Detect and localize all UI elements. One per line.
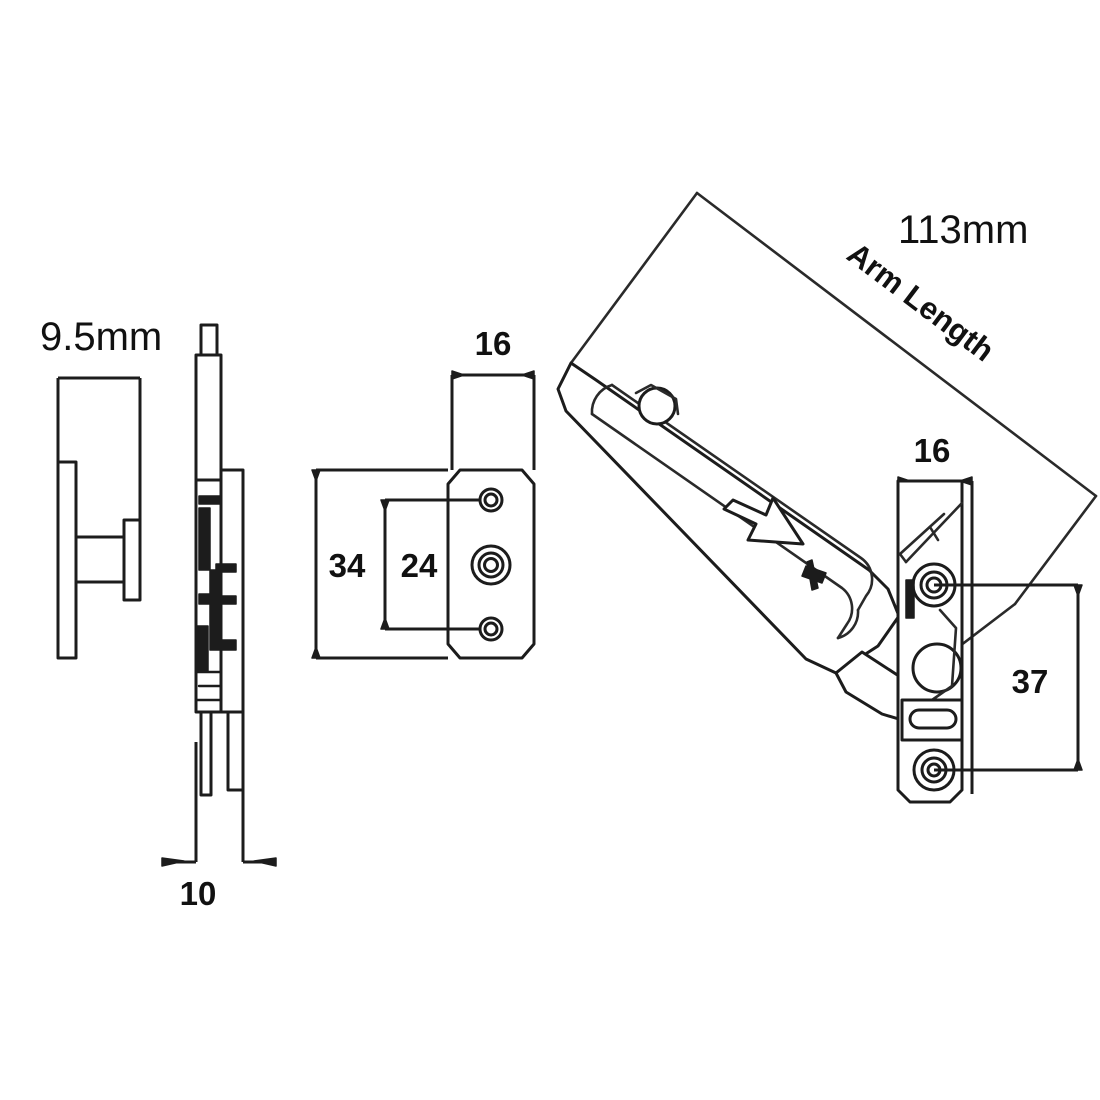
dimension-16-plate: [450, 370, 536, 470]
direction-arrow-icon: [722, 496, 805, 546]
label-arm-length: Arm Length: [841, 236, 1001, 369]
label-113mm: 113mm: [898, 208, 1028, 252]
arm-inner-track: [590, 383, 874, 640]
side-view-group: 9.5mm 10: [40, 315, 277, 912]
side-view-flat-bar: [56, 460, 78, 660]
dimension-10: [161, 742, 277, 867]
plate-view-group: 16 34 24: [311, 325, 536, 660]
arm-slider-pivot: [634, 383, 680, 426]
arm-body-outline: [556, 361, 901, 675]
face-plate-body: [446, 468, 536, 660]
dimension-24: [380, 498, 481, 631]
bracket-knuckle: [911, 642, 963, 694]
right-bracket-plate: [896, 479, 964, 804]
label-9-5mm: 9.5mm: [40, 315, 162, 359]
dimension-34: [311, 468, 448, 660]
dimension-37: [934, 583, 1083, 772]
label-24: 24: [401, 547, 438, 584]
bracket-slot: [900, 698, 964, 742]
side-view-knob: [74, 518, 142, 602]
label-16-bracket: 16: [914, 432, 951, 469]
label-37: 37: [1012, 663, 1049, 700]
label-34: 34: [329, 547, 366, 584]
iso-view-group: 113mm Arm Length 16 37: [556, 191, 1098, 804]
side-view-body-column: [194, 323, 245, 797]
label-16-plate: 16: [475, 325, 512, 362]
label-10: 10: [180, 875, 217, 912]
arm-hatch-mark: [801, 559, 827, 591]
